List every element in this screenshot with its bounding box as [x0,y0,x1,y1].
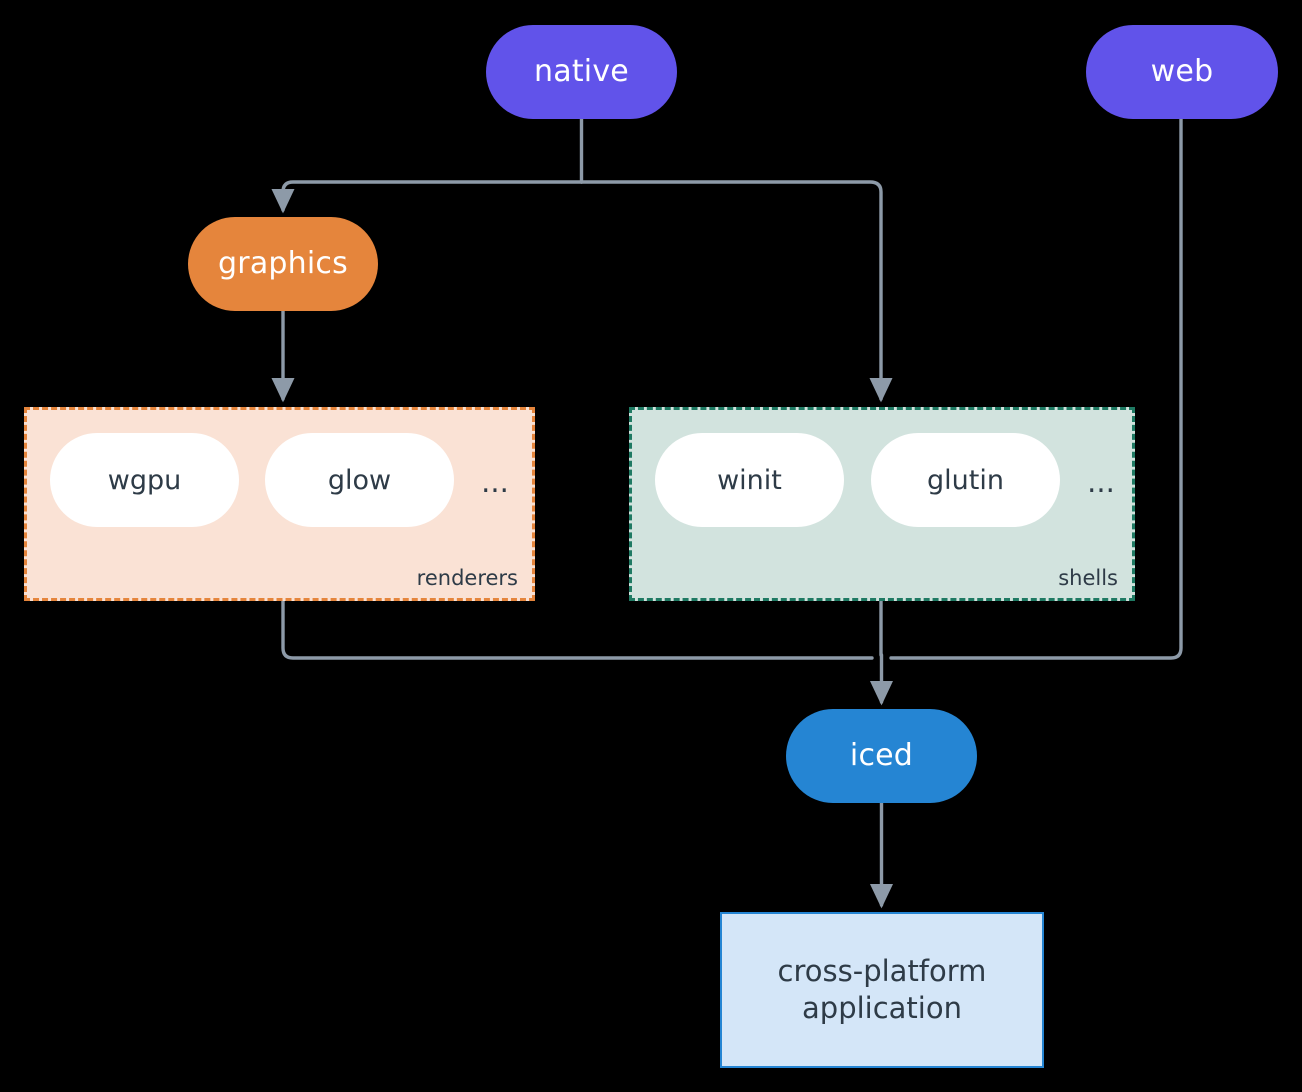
node-web-label: web [1150,54,1214,89]
node-wgpu[interactable]: wgpu [50,433,239,527]
node-application-line2: application [802,991,962,1025]
edge-renderers-to-iced [281,599,874,660]
renderers-overflow-label: ... [481,464,509,499]
node-graphics-label: graphics [218,246,348,281]
node-graphics[interactable]: graphics [188,217,378,311]
node-glow[interactable]: glow [265,433,454,527]
node-glow-label: glow [327,464,392,496]
edge-native-to-shells [579,180,893,403]
node-iced[interactable]: iced [786,709,977,803]
node-wgpu-label: wgpu [107,464,182,496]
node-cross-platform-application[interactable]: cross-platform application [720,912,1044,1068]
group-renderers-label: renderers [416,566,518,590]
node-glutin[interactable]: glutin [871,433,1060,527]
node-winit-label: winit [717,464,782,496]
node-iced-label: iced [849,738,914,773]
node-winit[interactable]: winit [655,433,844,527]
node-glutin-label: glutin [927,464,1004,496]
shells-overflow-ellipsis: ... [1078,462,1124,502]
node-application-line1: cross-platform [777,953,987,988]
node-native[interactable]: native [486,25,677,119]
group-shells-label: shells [1058,566,1118,590]
node-native-label: native [534,54,629,89]
node-web[interactable]: web [1086,25,1278,119]
shells-overflow-label: ... [1087,464,1115,499]
edge-native-to-graphics [271,180,584,214]
renderers-overflow-ellipsis: ... [472,462,518,502]
